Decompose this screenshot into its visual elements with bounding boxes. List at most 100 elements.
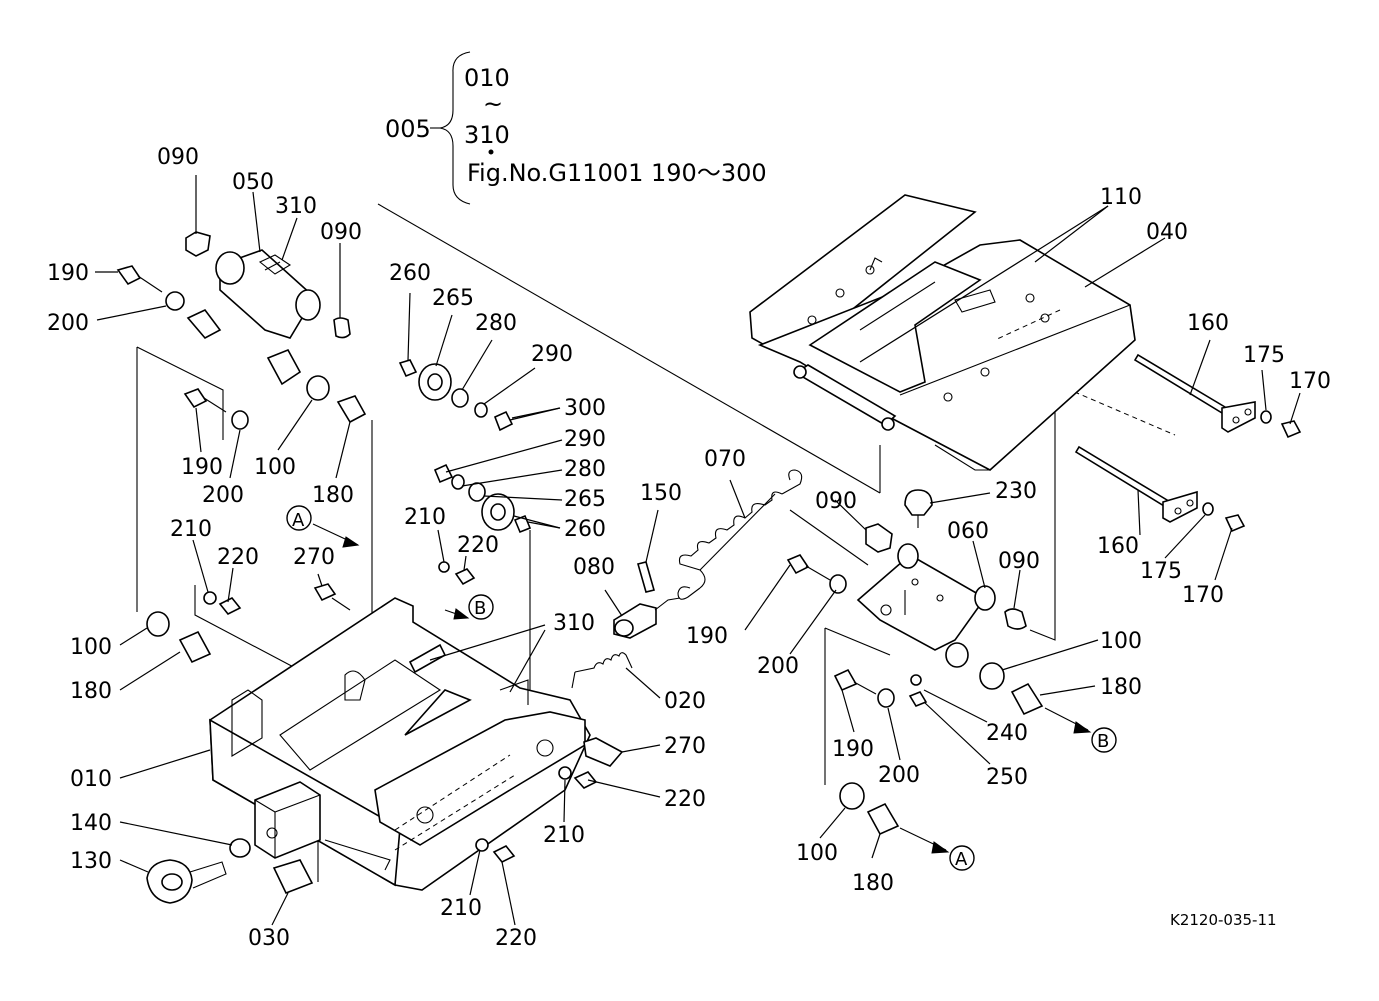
label-100-r2: 100: [796, 841, 838, 866]
label-190-mid: 190: [181, 455, 223, 480]
assembly-bracket: [430, 51, 494, 205]
label-200-top: 200: [47, 311, 89, 336]
marker-a-right: [899, 827, 975, 871]
assembly-number: 005: [385, 115, 431, 143]
label-210-b: 210: [440, 896, 482, 921]
label-050: 050: [232, 170, 274, 195]
figure-reference: Fig.No.G11001 190～300: [467, 159, 767, 187]
marker-a-left: [286, 505, 360, 548]
label-100-left: 100: [70, 635, 112, 660]
range-end: 310: [464, 121, 510, 149]
bolt-170-top: [1260, 410, 1302, 439]
label-200-r: 200: [757, 654, 799, 679]
label-265-top: 265: [432, 286, 474, 311]
long-pin-160-top: [1133, 353, 1256, 433]
label-180-left: 180: [70, 679, 112, 704]
marker-b-left: [444, 594, 494, 620]
label-290-top: 290: [531, 342, 573, 367]
label-175-top: 175: [1243, 343, 1285, 368]
marker-b-left-text: B: [474, 598, 486, 619]
range-start: 010: [464, 64, 510, 92]
bushing-100-mid: [306, 375, 330, 401]
spacer-mid: [266, 348, 302, 386]
label-175-b: 175: [1140, 559, 1182, 584]
washer-200-mid: [231, 410, 249, 430]
label-080: 080: [573, 555, 615, 580]
marker-a-left-text: A: [292, 510, 305, 531]
hinge-bracket-050: [215, 249, 321, 339]
label-030: 030: [248, 926, 290, 951]
label-170-b: 170: [1182, 583, 1224, 608]
label-170-top: 170: [1289, 369, 1331, 394]
label-180-mid: 180: [312, 483, 354, 508]
bushing-100-left: [146, 611, 170, 637]
label-210-c2: 210: [543, 823, 585, 848]
bolt-170-bottom: [1202, 502, 1246, 533]
label-040: 040: [1146, 220, 1188, 245]
label-290-mid: 290: [564, 427, 606, 452]
label-100-r: 100: [1100, 629, 1142, 654]
label-150: 150: [640, 481, 682, 506]
label-090-b: 090: [320, 220, 362, 245]
pin-150: [637, 561, 655, 593]
right-hardware: [786, 523, 1044, 836]
link-lever-060: [856, 543, 996, 668]
range-separator: ~: [483, 90, 503, 118]
label-190-r2: 190: [832, 737, 874, 762]
bushing-090-b: [333, 317, 351, 339]
label-100-mid: 100: [254, 455, 296, 480]
label-180-r2: 180: [852, 871, 894, 896]
label-160-b: 160: [1097, 534, 1139, 559]
collar-030: [272, 859, 314, 895]
marker-a-right-text: A: [955, 849, 968, 870]
label-300: 300: [564, 396, 606, 421]
collar-180-mid: [336, 395, 367, 424]
spacer-left: [186, 308, 222, 340]
washer-200-top: [165, 291, 185, 311]
label-140: 140: [70, 811, 112, 836]
leader-lines: [95, 175, 1301, 926]
label-020: 020: [664, 689, 706, 714]
label-210-left: 210: [170, 517, 212, 542]
label-280-top: 280: [475, 311, 517, 336]
label-240: 240: [986, 721, 1028, 746]
collar-180-left: [178, 630, 212, 664]
label-190-top: 190: [47, 261, 89, 286]
label-310-top: 310: [275, 194, 317, 219]
label-180-r: 180: [1100, 675, 1142, 700]
coil-spring-070: [677, 469, 803, 600]
label-010: 010: [70, 767, 112, 792]
label-280-mid: 280: [564, 457, 606, 482]
drawing-code: K2120-035-11: [1170, 911, 1277, 929]
label-060: 060: [947, 519, 989, 544]
coil-spring-020: [571, 652, 633, 689]
knob-housing: [254, 781, 321, 859]
pin-090-top: [185, 231, 211, 257]
long-pin-160-bottom: [1074, 445, 1198, 523]
label-130: 130: [70, 849, 112, 874]
label-220-b: 220: [495, 926, 537, 951]
label-265-mid: 265: [564, 487, 606, 512]
label-090-r: 090: [815, 489, 857, 514]
label-070: 070: [704, 447, 746, 472]
label-200-r2: 200: [878, 763, 920, 788]
label-220-c: 220: [457, 533, 499, 558]
bolt-190-top: [116, 265, 163, 293]
label-190-r: 190: [686, 624, 728, 649]
label-260-top: 260: [389, 261, 431, 286]
label-090-r2: 090: [998, 549, 1040, 574]
label-090-top: 090: [157, 145, 199, 170]
stopper-230: [904, 489, 933, 516]
marker-b-right: [1044, 707, 1117, 753]
label-220-left: 220: [217, 545, 259, 570]
label-220-c2: 220: [664, 787, 706, 812]
label-270-c: 270: [664, 734, 706, 759]
label-230: 230: [995, 479, 1037, 504]
label-270-left: 270: [293, 545, 335, 570]
label-160-top: 160: [1187, 311, 1229, 336]
label-260-mid: 260: [564, 517, 606, 542]
clevis-080: [613, 597, 681, 639]
label-210-c: 210: [404, 505, 446, 530]
label-250: 250: [986, 765, 1028, 790]
